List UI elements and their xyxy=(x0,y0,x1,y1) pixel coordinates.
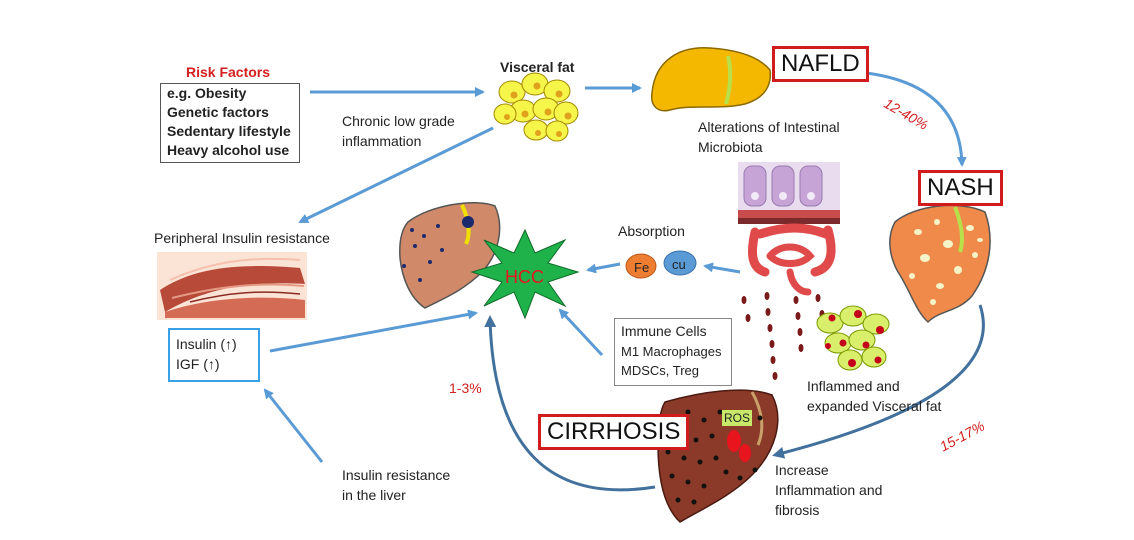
hcc-star xyxy=(470,228,580,320)
immune-title: Immune Cells xyxy=(621,323,707,339)
intestine xyxy=(748,223,836,296)
chronic-inflammation-label-2: inflammation xyxy=(342,133,422,149)
liver-hcc xyxy=(399,201,501,309)
gut-leak-dots xyxy=(741,292,825,380)
immune-cells-box: Immune Cells M1 Macrophages MDSCs, Treg xyxy=(614,318,732,386)
inflamed-fat-cells xyxy=(816,305,890,371)
arrow-absorption-to-hcc xyxy=(586,262,621,274)
arrow-fat-to-peripheral xyxy=(298,126,494,224)
visceral-fat-label: Visceral fat xyxy=(500,59,575,75)
absorption-label: Absorption xyxy=(618,223,685,239)
arrow-nafld-to-nash xyxy=(865,71,967,167)
arrow-insulin-to-hcc xyxy=(269,309,478,353)
microbiota-label-2: Microbiota xyxy=(698,139,763,155)
liver-nafld xyxy=(650,47,772,112)
risk-item: Heavy alcohol use xyxy=(167,142,290,158)
peripheral-insulin-label: Peripheral Insulin resistance xyxy=(154,230,330,246)
inflamed-fat-label-2: expanded Visceral fat xyxy=(807,398,942,414)
inflamed-fat-label-1: Inflammed and xyxy=(807,378,900,394)
risk-factors-title: Risk Factors xyxy=(186,64,271,80)
liver-insulin-resistance-label-1: Insulin resistance xyxy=(342,467,451,483)
arrow-immune-to-hcc xyxy=(558,308,604,357)
fe-label: Fe xyxy=(634,260,650,275)
insulin-label: Insulin (↑) xyxy=(176,336,237,352)
fe-circle xyxy=(625,253,657,279)
stage-nafld: NAFLD xyxy=(772,46,869,82)
liver-cirrhosis xyxy=(657,389,779,523)
muscle-image xyxy=(157,252,307,320)
increase-inflammation-label-3: fibrosis xyxy=(775,502,820,518)
insulin-igf-box: Insulin (↑) IGF (↑) xyxy=(168,328,260,382)
arrow-cirrhosis-to-hcc xyxy=(484,315,656,492)
chronic-inflammation-label-1: Chronic low grade xyxy=(342,113,455,129)
immune-item: MDSCs, Treg xyxy=(621,363,700,378)
liver-insulin-resistance-label-2: in the liver xyxy=(342,487,406,503)
increase-inflammation-label-2: Inflammation and xyxy=(775,482,883,498)
intestinal-villi xyxy=(738,162,840,224)
hcc-label: HCC xyxy=(505,267,544,287)
stage-nash: NASH xyxy=(918,170,1003,206)
immune-item: M1 Macrophages xyxy=(621,344,722,359)
ros-label: ROS xyxy=(722,410,753,426)
risk-item: Sedentary lifestyle xyxy=(167,123,291,139)
cu-circle xyxy=(663,250,697,276)
increase-inflammation-label-1: Increase xyxy=(775,462,829,478)
arrow-gut-to-absorption xyxy=(703,262,741,274)
liver-nash xyxy=(889,204,991,324)
visceral-fat-cells xyxy=(493,72,579,142)
arrow-nash-to-cirrhosis xyxy=(772,304,985,459)
risk-item: Genetic factors xyxy=(167,104,269,120)
stage-cirrhosis: CIRRHOSIS xyxy=(538,414,690,450)
microbiota-label-1: Alterations of Intestinal xyxy=(698,119,840,135)
arrow-liver-ir-to-insulin xyxy=(263,388,324,463)
percent-cirrhosis-hcc: 1-3% xyxy=(449,380,482,396)
risk-item: e.g. Obesity xyxy=(167,85,247,101)
cu-label: cu xyxy=(672,257,686,272)
igf-label: IGF (↑) xyxy=(176,356,220,372)
risk-factors-box: e.g. Obesity Genetic factors Sedentary l… xyxy=(160,83,300,163)
